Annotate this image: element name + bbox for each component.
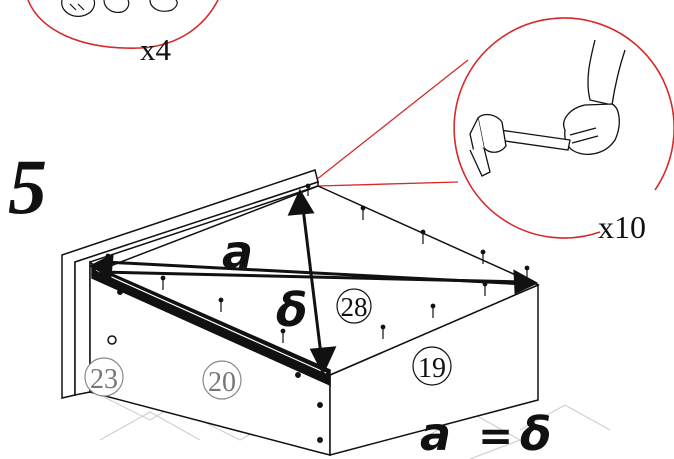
- hammer-hand-icon: [469, 39, 626, 177]
- nail: [305, 183, 311, 196]
- part-label-28: 28: [336, 288, 372, 324]
- nail: [430, 303, 436, 318]
- callout-leader-lower: [317, 181, 459, 187]
- equation-lhs: a: [420, 407, 451, 459]
- arrowhead-bottom: [309, 346, 337, 376]
- part-label-19: 19: [412, 346, 452, 386]
- nail: [480, 249, 486, 264]
- part-number: 23: [90, 364, 118, 395]
- nail: [280, 328, 286, 343]
- diagonal-a-label: a: [222, 225, 253, 279]
- nail: [218, 297, 224, 312]
- drawer-box: [61, 169, 540, 456]
- part-label-23: 23: [84, 357, 124, 397]
- part-label-20: 20: [202, 360, 242, 400]
- part-number: 19: [418, 353, 446, 384]
- nail: [360, 205, 366, 220]
- nail-quantity: x10: [598, 209, 646, 245]
- nails: [105, 183, 530, 343]
- screw-parts-icon: [61, 0, 178, 17]
- hammer-callout: x10: [315, 17, 674, 245]
- step-number: 5: [8, 143, 47, 230]
- equation: a = δ: [420, 407, 552, 459]
- callout-circle: [453, 17, 674, 239]
- equation-rhs: δ: [520, 407, 552, 459]
- part-number: 28: [341, 292, 368, 322]
- diagonal-arrows: [88, 188, 539, 376]
- diagonal-b-label: δ: [276, 283, 308, 337]
- screw-callout: x4: [27, 0, 219, 67]
- callout-circle-arc: [27, 0, 219, 49]
- nail: [160, 275, 166, 290]
- callout-leader-upper: [315, 59, 469, 181]
- part-number: 20: [208, 367, 236, 398]
- nail: [380, 324, 386, 339]
- arrowhead-top: [287, 188, 315, 216]
- screw-quantity: x4: [140, 32, 172, 67]
- arrowhead-right: [513, 269, 539, 295]
- diagonal-b: [300, 199, 324, 364]
- nail: [420, 229, 426, 244]
- arrowhead-left: [88, 253, 114, 279]
- equation-equals: =: [478, 411, 513, 459]
